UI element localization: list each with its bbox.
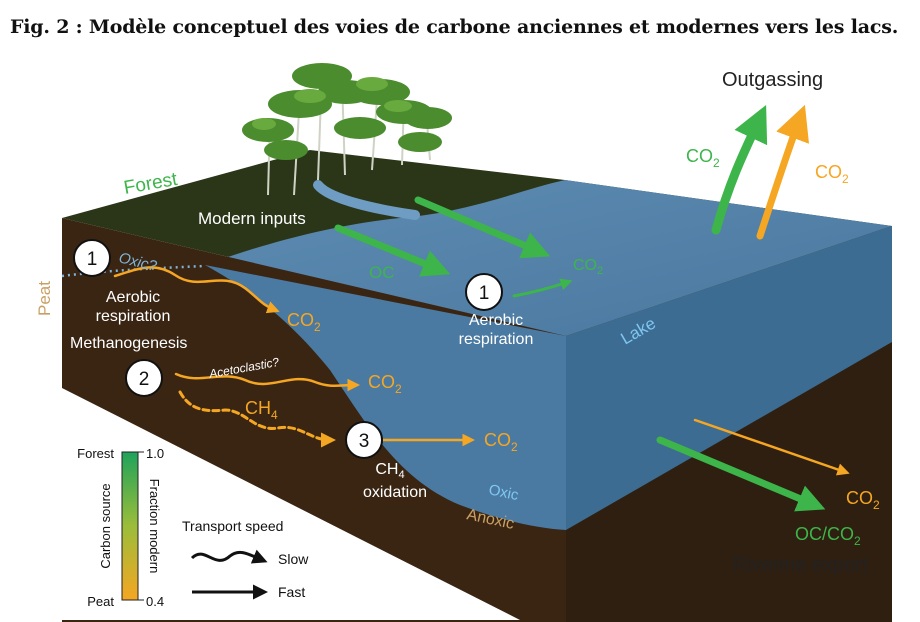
- label-aerobic-lake-l1: Aerobic: [469, 312, 523, 329]
- arrow-outgassing-green: [711, 104, 768, 235]
- arrow-aerobic-peat-slow: [113, 266, 280, 314]
- label-co2-lake: CO2: [573, 257, 603, 277]
- step-number-1: 1: [87, 249, 98, 270]
- lake-right-face: [566, 226, 892, 530]
- legend-slow-arrow: [190, 549, 268, 564]
- step-number-1-lake: 1: [479, 283, 490, 304]
- step-circle-3: 3: [345, 421, 383, 459]
- label-oc: OC: [369, 263, 395, 282]
- label-oc-co2-riverine: OC/CO2: [795, 524, 861, 548]
- step-circle-1-lake: 1: [465, 273, 503, 311]
- arrow-acetoclastic-slow: [174, 372, 360, 392]
- legend-slow-label: Slow: [278, 551, 309, 567]
- figure-caption: Fig. 2 : Modèle conceptuel des voies de …: [10, 16, 899, 38]
- legend-top-value: 1.0: [146, 446, 164, 461]
- arrow-ch4-slow-dashed: [178, 390, 336, 448]
- arrow-aerobic-resp-lake: [512, 278, 573, 298]
- arrow-riverine-oc: [656, 436, 826, 512]
- label-co2-outgassing-green: CO2: [686, 146, 720, 170]
- label-co2-riverine: CO2: [846, 488, 880, 512]
- step-number-3: 3: [359, 431, 370, 452]
- label-aerobic-peat-l1: Aerobic: [106, 289, 160, 306]
- legend-axis-title: Carbon source: [98, 483, 113, 568]
- label-ch4-oxidation-l1: CH4: [375, 461, 404, 481]
- arrow-riverine-co2: [693, 418, 850, 476]
- step-circle-2: 2: [125, 359, 163, 397]
- legend-fast-label: Fast: [278, 584, 305, 600]
- label-aerobic-lake-l2: respiration: [459, 331, 534, 348]
- label-ch4-oxidation-l2: oxidation: [363, 484, 427, 501]
- arrow-forest-to-lake: [414, 196, 551, 259]
- label-modern-inputs: Modern inputs: [198, 209, 306, 228]
- forest-trees: [242, 63, 452, 196]
- label-outgassing: Outgassing: [722, 69, 823, 91]
- legend-transport-title: Transport speed: [182, 518, 283, 534]
- legend-top-label: Forest: [77, 446, 114, 461]
- legend-panel: [62, 388, 520, 620]
- forest-stream: [313, 180, 420, 220]
- label-co2-peat-aerobic: CO2: [287, 310, 321, 334]
- legend-bottom-label: Peat: [87, 594, 114, 609]
- legend-color-bar: [121, 451, 139, 601]
- label-peat-side: Peat: [35, 281, 54, 316]
- label-ch4-flux: CH4: [245, 398, 278, 422]
- arrow-modern-inputs-oc: [334, 224, 451, 277]
- legend-axis-title-right: Fraction modern: [147, 479, 162, 574]
- label-methanogenesis: Methanogenesis: [70, 335, 187, 352]
- lake-cross-section: [205, 265, 566, 530]
- step-circle-1-peat: 1: [73, 239, 111, 277]
- label-co2-outgassing-orange: CO2: [815, 162, 849, 186]
- step-number-2: 2: [139, 369, 150, 390]
- label-riverine-export: Riverine export: [733, 554, 868, 576]
- legend: Forest 1.0 Peat 0.4 Carbon source Fracti…: [77, 446, 309, 609]
- label-oxic: Oxic: [487, 481, 520, 504]
- label-co2-acetoclastic: CO2: [368, 372, 402, 396]
- arrow-outgassing-orange: [756, 104, 810, 240]
- label-aerobic-peat-l2: respiration: [96, 308, 171, 325]
- legend-bottom-value: 0.4: [146, 594, 164, 609]
- label-co2-ch4-oxidation: CO2: [484, 430, 518, 454]
